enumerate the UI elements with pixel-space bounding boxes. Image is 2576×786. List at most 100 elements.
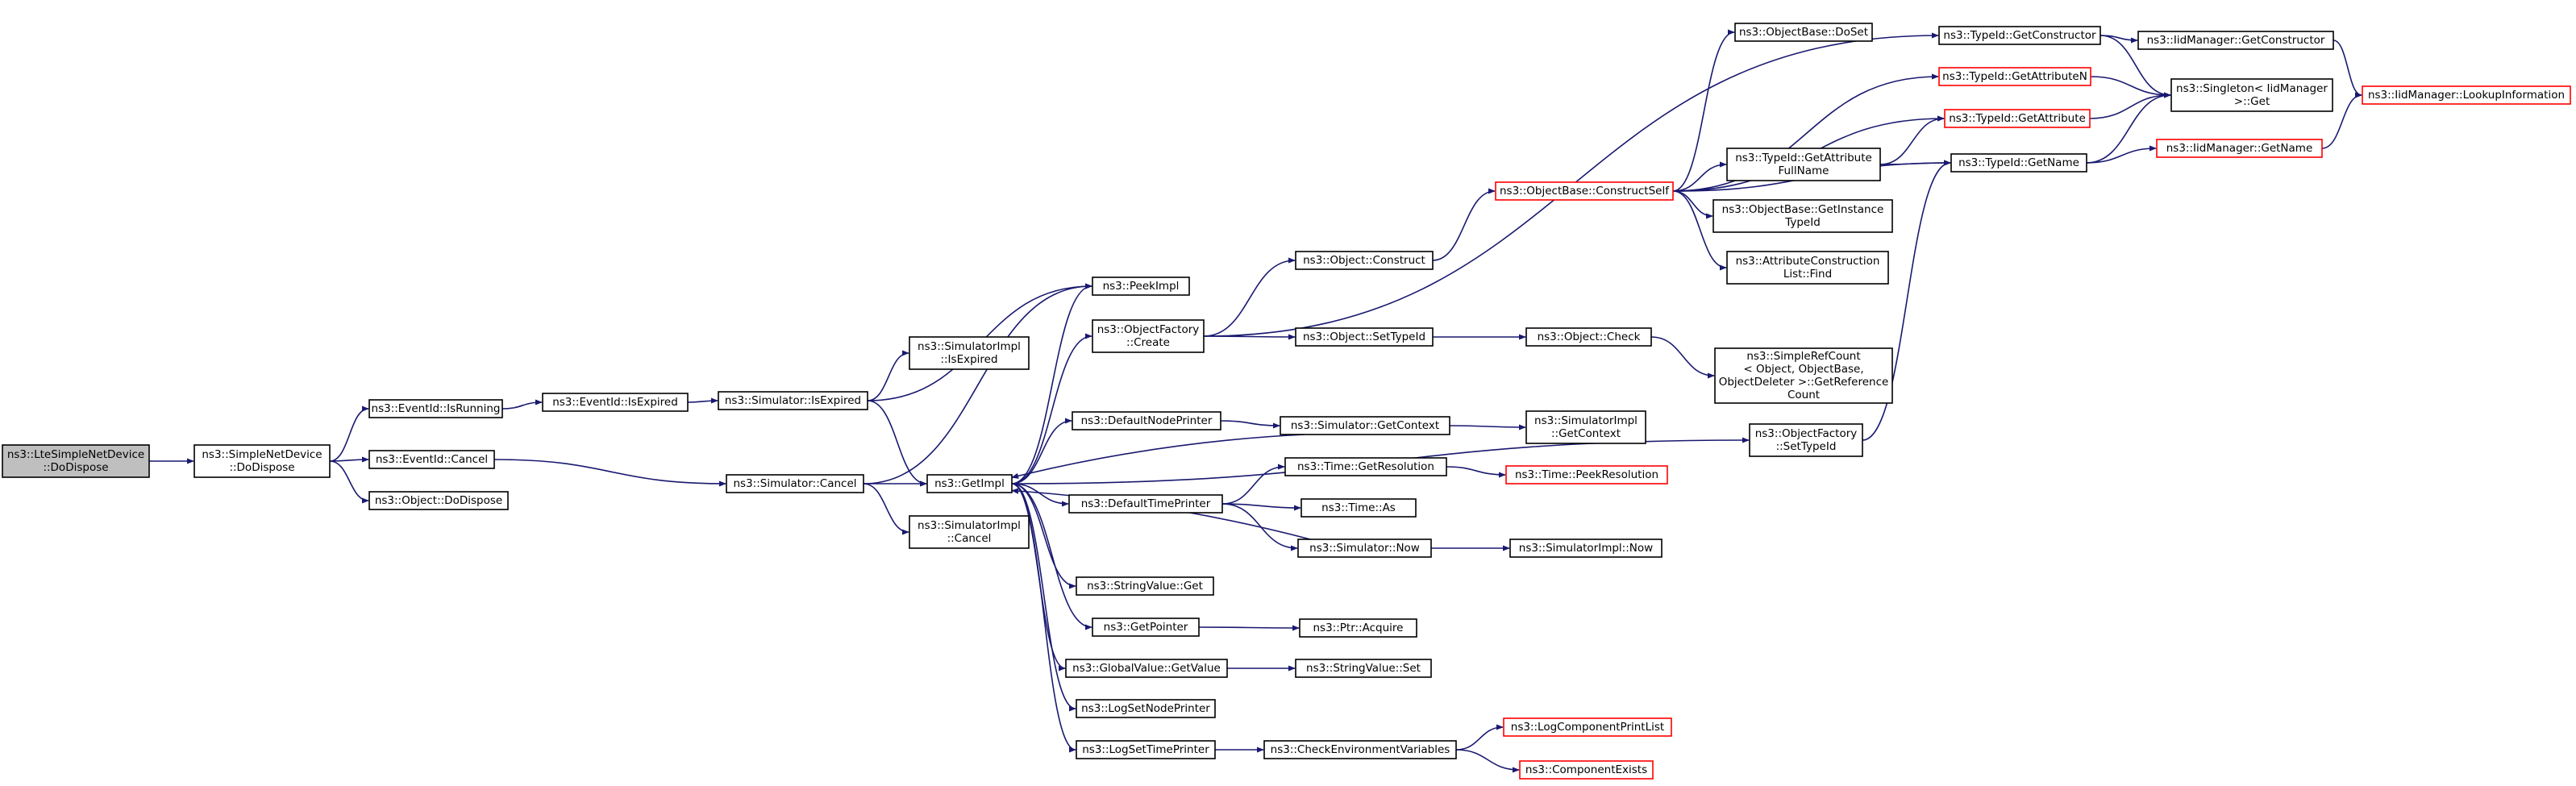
node-simnow[interactable]: ns3::Simulator::Now xyxy=(1297,539,1432,558)
edge-timegetres-to-timepeekres xyxy=(1446,466,1506,478)
edge-simcancel-to-simimplcancel xyxy=(863,483,909,535)
node-label: ns3::GlobalValue::GetValue xyxy=(1072,662,1221,675)
node-evrunning[interactable]: ns3::EventId::IsRunning xyxy=(368,399,503,418)
node-label: ns3::EventId::IsExpired xyxy=(552,396,678,409)
node-label: >::Get xyxy=(2234,95,2270,108)
node-box xyxy=(718,391,868,410)
node-compexists[interactable]: ns3::ComponentExists xyxy=(1519,760,1654,780)
node-box xyxy=(926,474,1013,493)
edge-deftimeprinter-to-timegetres xyxy=(1221,464,1285,505)
node-logcompprint[interactable]: ns3::LogComponentPrintList xyxy=(1503,717,1672,737)
edge-tidgetattrfull-to-tidgetname xyxy=(1879,160,1951,166)
edge-simgetcontext-to-getimpl xyxy=(1011,434,1305,479)
node-timeas[interactable]: ns3::Time::As xyxy=(1300,498,1417,518)
node-gvgetvalue[interactable]: ns3::GlobalValue::GetValue xyxy=(1065,659,1228,678)
edge-deftimeprinter-to-timeas xyxy=(1221,503,1301,511)
edge-iidgetconstructor-to-iidlookup xyxy=(2333,40,2362,98)
node-simgetcontext[interactable]: ns3::Simulator::GetContext xyxy=(1280,416,1450,435)
node-timegetres[interactable]: ns3::Time::GetResolution xyxy=(1284,457,1447,476)
node-singletonget[interactable]: ns3::Singleton< IidManager>::Get xyxy=(2170,78,2333,112)
node-objdispose[interactable]: ns3::Object::DoDispose xyxy=(368,491,509,510)
node-simimplcancel[interactable]: ns3::SimulatorImpl::Cancel xyxy=(909,515,1030,549)
node-box xyxy=(1749,423,1863,457)
node-objconstruct[interactable]: ns3::Object::Construct xyxy=(1295,251,1434,270)
node-simplerefcount[interactable]: ns3::SimpleRefCount< Object, ObjectBase,… xyxy=(1714,347,1893,404)
node-tidgetconstructor[interactable]: ns3::TypeId::GetConstructor xyxy=(1938,26,2101,45)
node-defnodeprinter[interactable]: ns3::DefaultNodePrinter xyxy=(1072,411,1221,430)
node-box xyxy=(909,515,1030,549)
node-simimplnow[interactable]: ns3::SimulatorImpl::Now xyxy=(1509,539,1663,558)
edge-snddispose-to-objdispose xyxy=(329,460,369,504)
node-iidlookup[interactable]: ns3::IidManager::LookupInformation xyxy=(2362,85,2571,105)
edge-simcancel-to-peekimpl xyxy=(863,283,1092,484)
node-ptracquire[interactable]: ns3::Ptr::Acquire xyxy=(1299,618,1417,638)
node-tidgetattrn[interactable]: ns3::TypeId::GetAttributeN xyxy=(1938,67,2091,86)
node-label: ::DoDispose xyxy=(43,461,108,474)
node-box xyxy=(368,399,503,418)
node-ofcreate[interactable]: ns3::ObjectFactory::Create xyxy=(1092,319,1205,353)
edge-tidgetconstructor-to-singletonget xyxy=(2100,35,2171,98)
node-box xyxy=(1938,67,2091,86)
node-strvalget[interactable]: ns3::StringValue::Get xyxy=(1076,576,1214,596)
node-objcheck[interactable]: ns3::Object::Check xyxy=(1525,327,1652,347)
node-strvalset[interactable]: ns3::StringValue::Set xyxy=(1295,659,1432,678)
node-box xyxy=(2170,78,2333,112)
edge-objcheck-to-simplerefcount xyxy=(1650,336,1715,379)
node-box xyxy=(1076,576,1214,596)
node-getpointer[interactable]: ns3::GetPointer xyxy=(1092,618,1200,637)
node-box xyxy=(1495,181,1674,201)
edge-obconstructself-to-obdoset xyxy=(1672,29,1735,192)
node-deftimeprinter[interactable]: ns3::DefaultTimePrinter xyxy=(1068,494,1223,514)
edge-snddispose-to-evrunning xyxy=(329,405,369,462)
node-simimplgetcontext[interactable]: ns3::SimulatorImpl::GetContext xyxy=(1525,410,1646,444)
node-box xyxy=(1076,699,1216,718)
node-label: ns3::Simulator::GetContext xyxy=(1291,419,1439,432)
node-label: ns3::LogSetTimePrinter xyxy=(1082,743,1209,756)
edge-obconstructself-to-tidgetattrn xyxy=(1672,73,1939,192)
node-iidgetconstructor[interactable]: ns3::IidManager::GetConstructor xyxy=(2137,31,2334,50)
node-label: ns3::TypeId::GetAttribute xyxy=(1949,112,2086,125)
node-box xyxy=(1065,659,1228,678)
node-logsetnode[interactable]: ns3::LogSetNodePrinter xyxy=(1076,699,1216,718)
node-ofsettypeid[interactable]: ns3::ObjectFactory::SetTypeId xyxy=(1749,423,1863,457)
node-simimplexpired[interactable]: ns3::SimulatorImpl::IsExpired xyxy=(909,336,1030,370)
node-evexpired[interactable]: ns3::EventId::IsExpired xyxy=(542,393,689,412)
node-snddispose[interactable]: ns3::SimpleNetDevice::DoDispose xyxy=(194,444,331,478)
node-objsettypeid[interactable]: ns3::Object::SetTypeId xyxy=(1295,327,1434,347)
node-label: Count xyxy=(1787,389,1820,401)
node-box xyxy=(1297,539,1432,558)
node-peekimpl[interactable]: ns3::PeekImpl xyxy=(1092,277,1190,296)
node-label: ns3::Simulator::IsExpired xyxy=(725,394,861,407)
node-tidgetattr[interactable]: ns3::TypeId::GetAttribute xyxy=(1944,109,2091,128)
node-box xyxy=(368,450,495,469)
node-label: ns3::ObjectBase::GetInstance xyxy=(1722,203,1884,216)
node-obconstructself[interactable]: ns3::ObjectBase::ConstructSelf xyxy=(1495,181,1674,201)
node-label: ns3::ObjectFactory xyxy=(1755,427,1858,440)
node-label: ::GetContext xyxy=(1551,427,1621,440)
node-checkenv[interactable]: ns3::CheckEnvironmentVariables xyxy=(1263,740,1457,759)
node-box xyxy=(1938,26,2101,45)
node-box xyxy=(1525,410,1646,444)
node-iidgetname[interactable]: ns3::IidManager::GetName xyxy=(2156,139,2323,158)
node-box xyxy=(2362,85,2571,105)
node-simexpired[interactable]: ns3::Simulator::IsExpired xyxy=(718,391,868,410)
node-label: ns3::Ptr::Acquire xyxy=(1313,622,1404,634)
node-root[interactable]: ns3::LteSimpleNetDevice::DoDispose xyxy=(2,444,150,478)
node-tidgetname[interactable]: ns3::TypeId::GetName xyxy=(1950,153,2087,173)
node-label: ::Cancel xyxy=(947,532,992,545)
node-simcancel[interactable]: ns3::Simulator::Cancel xyxy=(726,474,864,493)
node-box xyxy=(1714,347,1893,404)
node-timepeekres[interactable]: ns3::Time::PeekResolution xyxy=(1505,465,1668,484)
edge-getimpl-to-defnodeprinter xyxy=(1011,418,1072,484)
node-logsettime[interactable]: ns3::LogSetTimePrinter xyxy=(1076,740,1216,759)
node-label: ns3::Singleton< IidManager xyxy=(2176,82,2328,95)
node-box xyxy=(368,491,509,510)
node-evcancel[interactable]: ns3::EventId::Cancel xyxy=(368,450,495,469)
node-box xyxy=(1525,327,1652,347)
node-obdoset[interactable]: ns3::ObjectBase::DoSet xyxy=(1734,23,1873,42)
node-label: ns3::SimulatorImpl xyxy=(1534,414,1638,427)
node-getimpl[interactable]: ns3::GetImpl xyxy=(926,474,1013,493)
